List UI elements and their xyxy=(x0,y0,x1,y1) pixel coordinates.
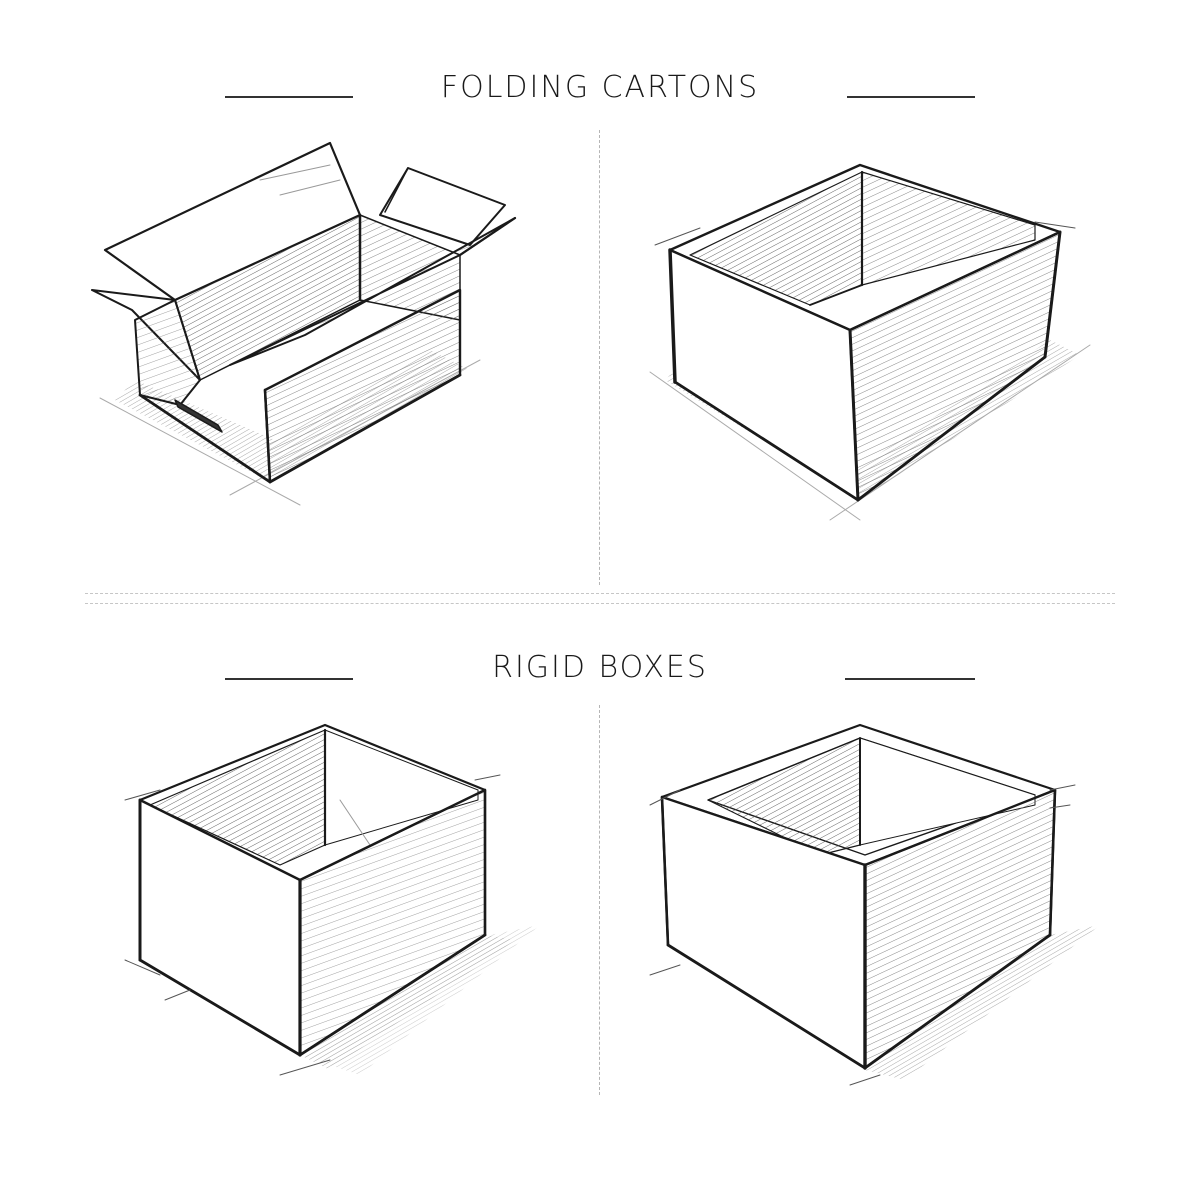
rigid-box-sketch-1 xyxy=(124,723,540,1076)
heading-rule-right-2 xyxy=(845,678,975,680)
tray-carton-sketch xyxy=(649,163,1091,521)
section-heading-rigid-boxes: RIGID BOXES xyxy=(492,650,708,685)
vertical-divider-bottom xyxy=(599,705,600,1095)
heading-rule-left-1 xyxy=(225,96,353,98)
vertical-divider-top xyxy=(599,130,600,585)
heading-rule-left-2 xyxy=(225,678,353,680)
horizontal-divider-lower xyxy=(85,603,1115,604)
horizontal-divider-upper xyxy=(85,593,1115,594)
open-flap-carton-sketch xyxy=(91,141,517,506)
heading-rule-right-1 xyxy=(847,96,975,98)
rigid-box-sketch-2 xyxy=(649,723,1100,1086)
section-heading-folding-cartons: FOLDING CARTONS xyxy=(440,70,760,105)
